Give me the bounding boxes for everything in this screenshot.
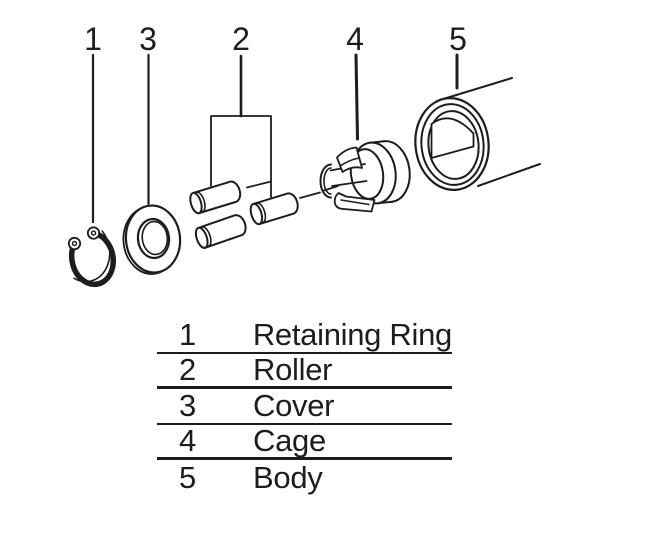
table-row: 5 Body bbox=[157, 460, 452, 496]
table-row: 4 Cage bbox=[157, 423, 452, 460]
table-row: 2 Roller bbox=[157, 352, 452, 389]
roller-part-2 bbox=[194, 214, 247, 249]
cover-part bbox=[122, 204, 182, 275]
part-name: Cover bbox=[253, 388, 335, 424]
part-name: Retaining Ring bbox=[252, 317, 452, 353]
cage-far-ring bbox=[319, 163, 332, 199]
cage-bottom-finger-crease bbox=[340, 199, 370, 206]
parts-table: 1 Retaining Ring 2 Roller 3 Cover 4 Cage… bbox=[157, 318, 452, 496]
callout-label-2: 2 bbox=[232, 21, 250, 57]
roller-part-1 bbox=[189, 180, 242, 215]
roller-part-3 bbox=[249, 192, 299, 226]
callout-label-4: 4 bbox=[346, 21, 364, 57]
part-number: 4 bbox=[179, 423, 197, 459]
retaining-ring-part bbox=[67, 226, 116, 287]
table-row: 3 Cover bbox=[157, 389, 452, 425]
part-number: 5 bbox=[179, 460, 197, 496]
cage-top-finger-crease bbox=[339, 157, 361, 167]
part-number: 3 bbox=[179, 388, 197, 424]
part-name: Body bbox=[253, 460, 323, 496]
table-row: 1 Retaining Ring bbox=[157, 318, 452, 354]
callout-label-3: 3 bbox=[139, 21, 157, 57]
leader-line-4 bbox=[354, 53, 359, 141]
leader-bracket-2 bbox=[210, 115, 272, 198]
callout-leader-lines bbox=[91, 53, 459, 224]
body-socket-profile bbox=[430, 117, 475, 159]
part-name: Cage bbox=[253, 423, 326, 459]
part-number: 2 bbox=[179, 352, 197, 388]
part-name: Roller bbox=[253, 352, 333, 388]
cage-top-finger bbox=[336, 146, 363, 173]
retaining-ring-band bbox=[68, 230, 116, 287]
part-number: 1 bbox=[179, 317, 197, 353]
callout-label-1: 1 bbox=[84, 21, 102, 57]
cage-part bbox=[319, 140, 411, 213]
callout-label-5: 5 bbox=[449, 21, 467, 57]
body-part bbox=[414, 77, 541, 192]
